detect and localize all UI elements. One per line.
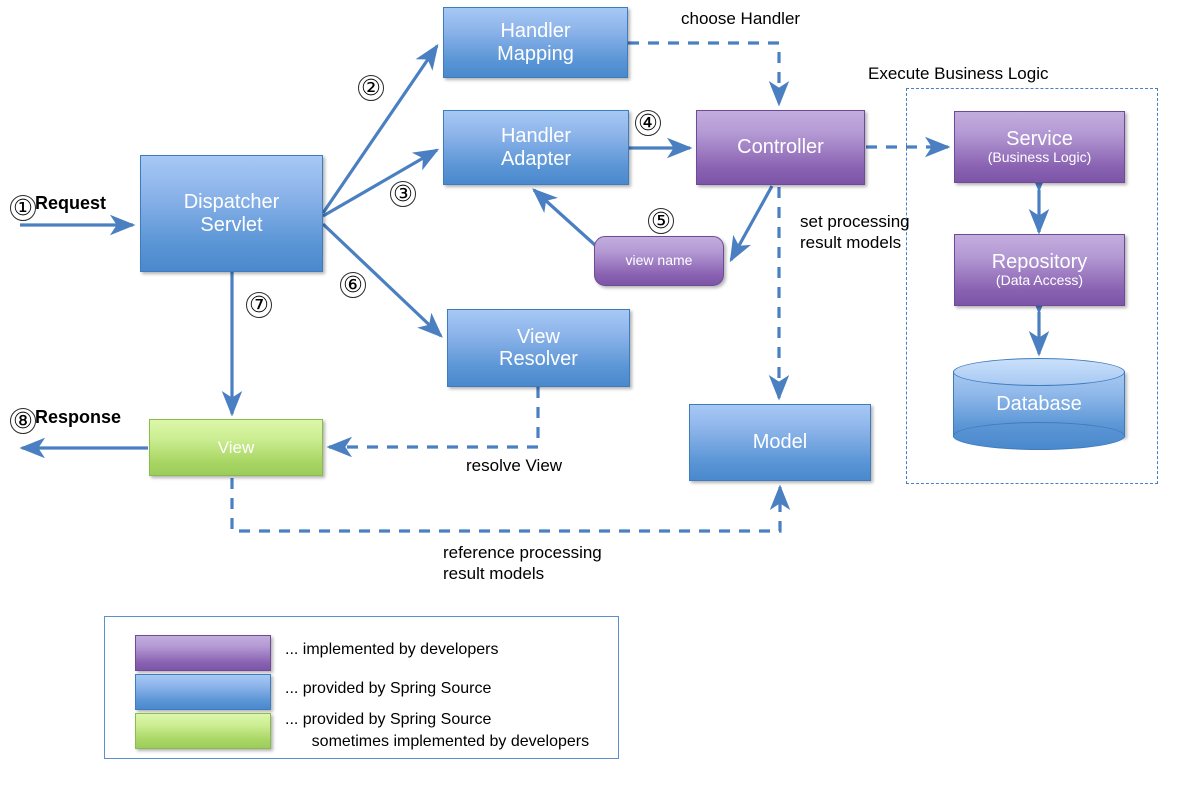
step-marker-4: ④ (635, 110, 661, 136)
node-view-resolver-label: View Resolver (499, 325, 578, 370)
node-view-name-label: view name (625, 252, 693, 269)
label-response: Response (35, 407, 122, 427)
node-repository-subtitle: (Data Access) (995, 272, 1084, 289)
dashed-view-to-model (230, 478, 791, 533)
database-cylinder-top (953, 358, 1125, 386)
node-repository[interactable]: Repository (Data Access) (954, 234, 1125, 306)
legend-label-green: ... provided by Spring Source sometimes … (285, 711, 590, 750)
step-marker-2: ② (358, 75, 384, 101)
execute-business-logic-group (906, 88, 1158, 484)
dashed-choose-handler (628, 41, 790, 107)
dashed-view-resolver-to-view (326, 387, 540, 458)
step-marker-3-label: ③ (393, 181, 413, 206)
step-marker-1: ① (10, 195, 36, 221)
node-dispatcher-servlet-label: Dispatcher Servlet (183, 191, 280, 236)
node-service[interactable]: Service (Business Logic) (954, 111, 1125, 183)
legend-label-purple: ... implemented by developers (285, 641, 499, 658)
node-controller[interactable]: Controller (696, 110, 865, 185)
label-request: Request (35, 193, 107, 213)
step-marker-8: ⑧ (10, 408, 36, 434)
database-cylinder-bottom (953, 422, 1125, 450)
legend-swatch-green (135, 713, 271, 749)
node-handler-adapter[interactable]: Handler Adapter (443, 110, 629, 185)
step-marker-6-label: ⑥ (343, 272, 363, 297)
arrow-view-name-to-handler-adapter (532, 188, 597, 247)
node-database-label: Database (996, 392, 1082, 415)
label-execute-business-logic: Execute Business Logic (868, 64, 1049, 83)
step-marker-1-label: ① (13, 195, 33, 220)
label-choose-handler: choose Handler (681, 9, 801, 28)
node-dispatcher-servlet[interactable]: Dispatcher Servlet (140, 155, 323, 272)
arrow-dispatcher-to-handler-mapping (321, 43, 439, 214)
node-model-label: Model (752, 431, 808, 454)
legend-swatch-blue (135, 674, 271, 710)
step-marker-4-label: ④ (638, 110, 658, 135)
step-marker-7-label: ⑦ (249, 292, 269, 317)
legend-label-blue: ... provided by Spring Source (285, 680, 492, 697)
step-marker-2-label: ② (361, 75, 381, 100)
step-marker-7: ⑦ (246, 292, 272, 318)
label-set-processing-result-models: set processing result models (800, 212, 910, 253)
node-view[interactable]: View (149, 419, 323, 476)
step-marker-5-label: ⑤ (651, 208, 671, 233)
node-model[interactable]: Model (689, 404, 871, 481)
node-view-name[interactable]: view name (594, 236, 724, 286)
step-marker-8-label: ⑧ (13, 408, 33, 433)
label-resolve-view: resolve View (466, 456, 563, 475)
node-view-resolver[interactable]: View Resolver (447, 309, 630, 387)
node-handler-mapping-label: Handler Mapping (497, 20, 574, 65)
node-service-subtitle: (Business Logic) (987, 149, 1092, 166)
legend-box: ... implemented by developers ... provid… (104, 616, 619, 759)
label-reference-processing-result-models: reference processing result models (443, 543, 602, 584)
step-marker-3: ③ (390, 181, 416, 207)
arrow-dispatcher-to-handler-adapter (322, 148, 440, 218)
node-service-title: Service (1006, 127, 1073, 150)
step-marker-5: ⑤ (648, 208, 674, 234)
arrow-controller-to-view-name (729, 185, 774, 263)
node-repository-title: Repository (991, 250, 1088, 273)
node-database[interactable]: Database (953, 358, 1125, 450)
node-handler-mapping[interactable]: Handler Mapping (443, 7, 628, 78)
legend-swatch-purple (135, 635, 271, 671)
node-handler-adapter-label: Handler Adapter (500, 125, 572, 170)
node-view-label: View (217, 437, 255, 457)
step-marker-6: ⑥ (340, 272, 366, 298)
node-controller-label: Controller (737, 136, 824, 159)
